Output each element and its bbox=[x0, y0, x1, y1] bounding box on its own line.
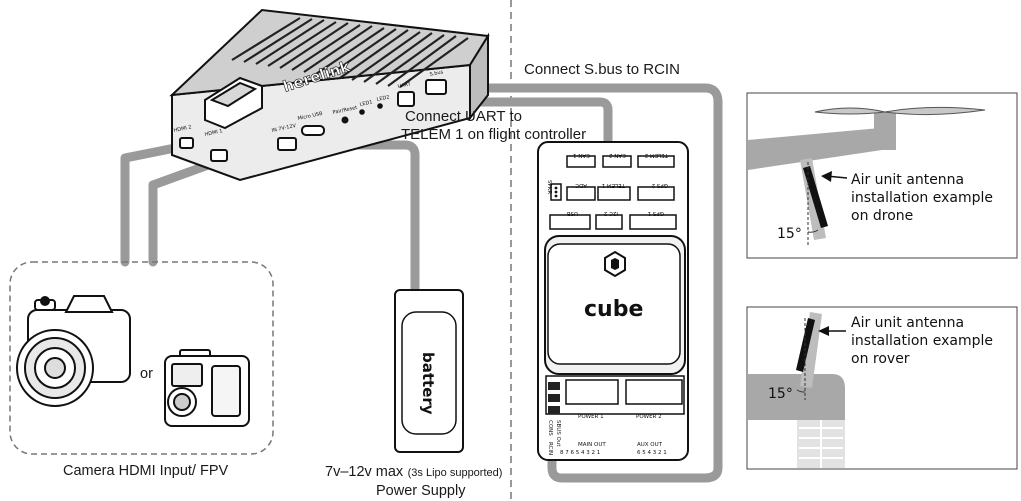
fc-aux-out-label: AUX OUT bbox=[637, 442, 663, 448]
fc-main-out-label: MAIN OUT bbox=[578, 442, 606, 448]
fc-port-can2: CAN 2 bbox=[609, 152, 626, 158]
fc-aux-pins: 6 5 4 3 2 1 bbox=[637, 450, 667, 456]
battery-icon bbox=[394, 289, 464, 453]
port-label-led2: LED2 bbox=[376, 94, 390, 103]
drone-caption-line1: Air unit antenna bbox=[851, 172, 965, 188]
voltage-label: 7v–12v max (3s Lipo supported) bbox=[325, 463, 502, 481]
uart-connection-label-line1: Connect UART to bbox=[405, 108, 523, 125]
rover-caption: Air unit antenna installation example on… bbox=[851, 314, 993, 368]
camera-group-box bbox=[9, 261, 274, 455]
fc-rcin-label: RCIN bbox=[547, 442, 553, 455]
rover-angle-arc bbox=[796, 389, 806, 393]
hdmi1-cable bbox=[148, 155, 227, 267]
fc-port-telem2: TELEM 2 bbox=[645, 152, 669, 158]
or-label: or bbox=[140, 366, 153, 382]
sbus-cable bbox=[433, 83, 723, 483]
rover-angle-label: 15° bbox=[768, 386, 793, 402]
fc-sbus-out-label: SBUS Out bbox=[555, 420, 561, 447]
drone-angle-arc bbox=[807, 229, 819, 233]
port-label-micro-usb: Micro USB bbox=[297, 111, 324, 122]
port-label-pair-reset: Pair/Reset bbox=[332, 105, 358, 116]
fc-port-usb: USB bbox=[566, 210, 578, 216]
sbus-connection-label: Connect S.bus to RCIN bbox=[524, 61, 680, 78]
fc-main-pins: 8 7 6 5 4 3 2 1 bbox=[560, 450, 600, 456]
port-label-led1: LED1 bbox=[359, 99, 373, 108]
uart-connection-label-line2: TELEM 1 on flight controller bbox=[401, 126, 587, 143]
fc-port-adc: ADC bbox=[575, 182, 587, 188]
fc-power2-label: POWER 2 bbox=[636, 414, 662, 420]
battery-label: battery bbox=[419, 352, 437, 415]
rover-caption-line2: installation example bbox=[851, 333, 994, 349]
fc-power1-label: POWER 1 bbox=[578, 414, 604, 420]
fc-port-i2c2: I2C 2 bbox=[604, 210, 618, 216]
drone-pointer-arrow bbox=[821, 171, 832, 182]
drone-arm-icon bbox=[748, 106, 986, 240]
fc-port-can1: CAN 1 bbox=[573, 152, 590, 158]
rover-caption-line3: on rover bbox=[851, 351, 910, 367]
flight-controller bbox=[537, 141, 689, 461]
fc-port-gps1: GPS 1 bbox=[648, 210, 664, 216]
voltage-main-text: 7v–12v max bbox=[325, 464, 404, 480]
power-supply-label: Power Supply bbox=[376, 483, 466, 499]
power-cable bbox=[290, 140, 420, 297]
fc-spkr-label: SPKR bbox=[546, 180, 552, 194]
rover-caption-line1: Air unit antenna bbox=[851, 315, 965, 331]
drone-caption: Air unit antenna installation example on… bbox=[851, 171, 993, 225]
cube-logo-text: cube bbox=[584, 297, 643, 322]
camera-icon bbox=[16, 295, 131, 407]
rover-pointer-arrow bbox=[818, 326, 829, 336]
fc-cons-label: CONS bbox=[547, 420, 553, 436]
port-label-uart: UART bbox=[397, 81, 412, 90]
fc-port-telem1: TELEM 1 bbox=[602, 182, 626, 188]
port-label-hdmi1: HDMI 1 bbox=[204, 128, 223, 138]
drone-angle-label: 15° bbox=[777, 226, 802, 242]
fc-port-gps2: GPS 2 bbox=[652, 182, 668, 188]
port-label-sbus: S.bus bbox=[429, 69, 444, 78]
action-camera-icon bbox=[164, 349, 250, 427]
hdmi2-cable bbox=[120, 140, 195, 267]
drone-caption-line3: on drone bbox=[851, 208, 914, 224]
camera-label: Camera HDMI Input/ FPV bbox=[63, 463, 229, 479]
uart-cable bbox=[407, 97, 613, 193]
voltage-note-text: (3s Lipo supported) bbox=[407, 467, 503, 479]
drone-caption-line2: installation example bbox=[851, 190, 994, 206]
port-label-input: IN 7V-12V bbox=[271, 123, 297, 134]
herelink-air-unit bbox=[169, 8, 490, 182]
port-label-hdmi2: HDMI 2 bbox=[173, 124, 192, 134]
